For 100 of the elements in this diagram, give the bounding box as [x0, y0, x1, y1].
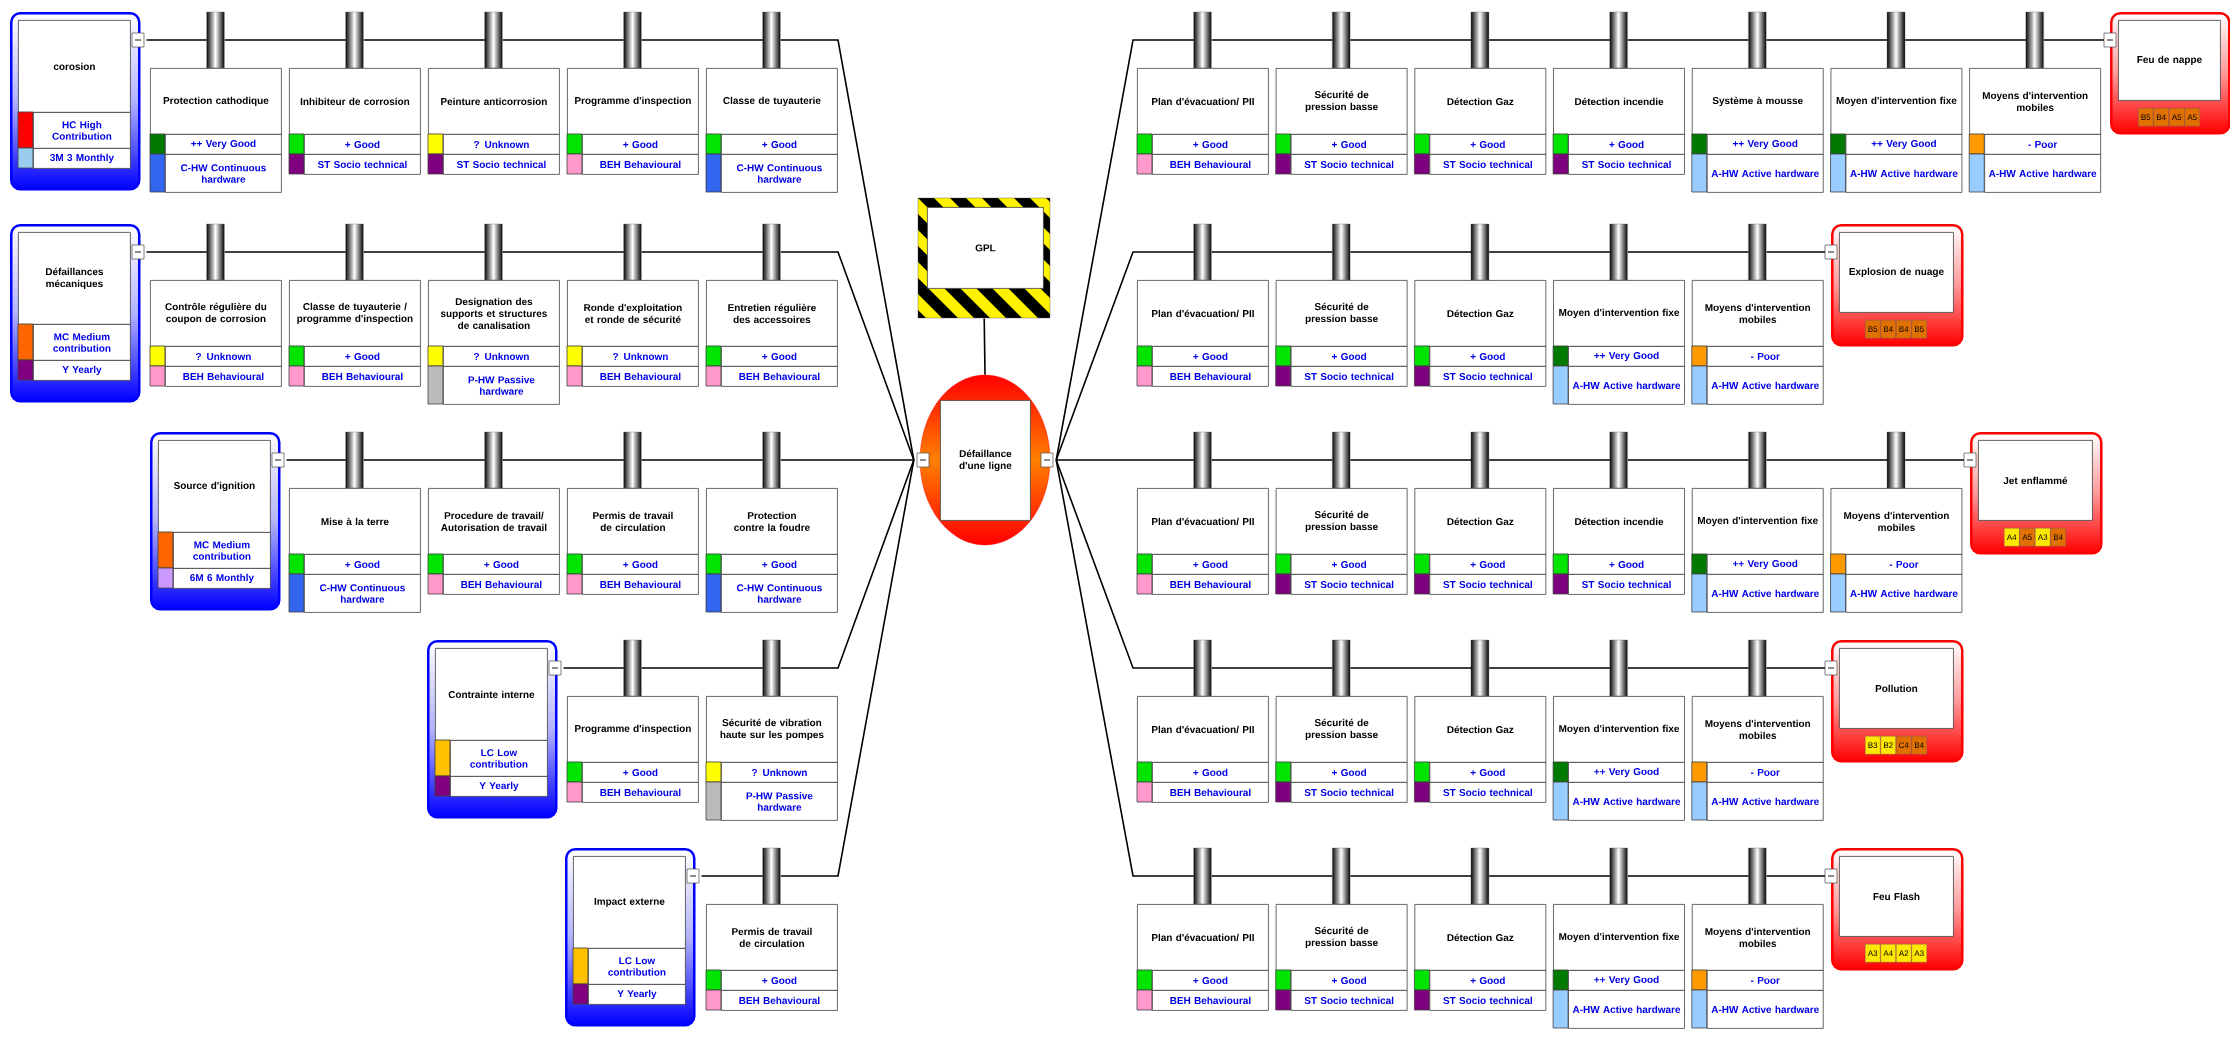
barrier-type-cell: BEH Behavioural	[566, 153, 699, 175]
connector-line	[1765, 459, 1889, 461]
effectiveness-cell: + Good	[427, 553, 560, 575]
connector-line	[223, 251, 347, 253]
barrier-type-cell: ST Socio technical	[1275, 365, 1408, 387]
barrier-type-cell: BEH Behavioural	[427, 573, 560, 595]
barrier-type-cell: A-HW Active hardware	[1552, 989, 1685, 1029]
barrier-type-cell: BEH Behavioural	[149, 365, 282, 387]
connector-line	[145, 39, 208, 41]
barrier-type-cell: ST Socio technical	[1414, 989, 1547, 1011]
connector-line	[1765, 875, 1826, 877]
barrier-type-cell: ST Socio technical	[1552, 573, 1685, 595]
barrier-type-cell: BEH Behavioural	[566, 365, 699, 387]
barrier-type-cell: BEH Behavioural	[705, 989, 838, 1011]
barrier-type-cell: ST Socio technical	[1414, 781, 1547, 803]
effectiveness-cell: + Good	[1275, 761, 1408, 783]
barrier-type-cell: ST Socio technical	[1414, 365, 1547, 387]
barrier-type-cell: ST Socio technical	[1275, 781, 1408, 803]
connector-line	[1349, 875, 1472, 877]
connector-line	[779, 39, 915, 461]
connector-line	[2043, 39, 2105, 41]
effectiveness-cell: - Poor	[1968, 133, 2102, 155]
barrier-type-cell: BEH Behavioural	[1136, 781, 1269, 803]
effectiveness-cell: - Poor	[1830, 553, 1963, 575]
contribution-cell: LC Low contribution	[572, 947, 686, 985]
connector-line	[1488, 459, 1611, 461]
connector-line	[779, 459, 915, 877]
effectiveness-cell: ? Unknown	[566, 345, 699, 367]
effectiveness-cell: ++ Very Good	[149, 133, 282, 155]
connector-line	[1349, 39, 1472, 41]
effectiveness-cell: ++ Very Good	[1552, 345, 1685, 367]
barrier-type-cell: BEH Behavioural	[1136, 989, 1269, 1011]
connector-line	[640, 251, 764, 253]
consequence-title-cell: Explosion de nuage	[1839, 232, 1954, 313]
barrier-type-cell: ST Socio technical	[427, 153, 560, 175]
contribution-cell: HC High Contribution	[17, 111, 131, 149]
contribution-cell: MC Medium contribution	[17, 323, 131, 361]
connector-line	[1904, 39, 2027, 41]
effectiveness-cell: ++ Very Good	[1552, 761, 1685, 783]
barrier-type-cell: ST Socio technical	[1414, 153, 1547, 175]
effectiveness-cell: + Good	[1414, 969, 1547, 991]
effectiveness-cell: + Good	[705, 345, 838, 367]
connector-line	[779, 251, 915, 461]
effectiveness-cell: ? Unknown	[149, 345, 282, 367]
connector-line	[1210, 39, 1334, 41]
effectiveness-cell: + Good	[566, 553, 699, 575]
barrier-type-cell: ST Socio technical	[1275, 153, 1408, 175]
connector-line	[145, 251, 208, 253]
connector-line	[1055, 39, 1195, 461]
connector-line	[779, 459, 915, 461]
effectiveness-cell: ++ Very Good	[1830, 133, 1963, 155]
connector-line	[1627, 875, 1750, 877]
barrier-type-cell: A-HW Active hardware	[1830, 573, 1963, 613]
effectiveness-cell: + Good	[1414, 761, 1547, 783]
connector-line	[1349, 251, 1472, 253]
barrier-type-cell: BEH Behavioural	[1136, 573, 1269, 595]
effectiveness-cell: + Good	[1136, 553, 1269, 575]
connector-line	[362, 39, 486, 41]
connector-line	[640, 459, 764, 461]
effectiveness-cell: - Poor	[1691, 969, 1824, 991]
connector-line	[1488, 251, 1611, 253]
effectiveness-cell: + Good	[705, 969, 838, 991]
barrier-type-cell: BEH Behavioural	[288, 365, 421, 387]
connector-line	[362, 459, 486, 461]
contribution-cell: MC Medium contribution	[157, 531, 271, 569]
connector-line	[1765, 251, 1826, 253]
barrier-type-cell: BEH Behavioural	[705, 365, 838, 387]
effectiveness-cell: + Good	[1552, 553, 1685, 575]
barrier-type-cell: ST Socio technical	[1414, 573, 1547, 595]
connector-line	[501, 459, 625, 461]
barrier-type-cell: A-HW Active hardware	[1691, 153, 1824, 193]
connector-line	[1210, 667, 1334, 669]
barrier-type-cell: P-HW Passive hardware	[705, 781, 838, 821]
connector-line	[1055, 459, 1195, 669]
barrier-type-cell: A-HW Active hardware	[1968, 153, 2102, 193]
barrier-type-cell: A-HW Active hardware	[1691, 781, 1824, 821]
barrier-type-cell: ST Socio technical	[1275, 573, 1408, 595]
effectiveness-cell: ++ Very Good	[1691, 553, 1824, 575]
connector-line	[285, 459, 347, 461]
barrier-type-cell: BEH Behavioural	[1136, 365, 1269, 387]
contribution-cell: LC Low contribution	[434, 739, 548, 777]
connector-line	[562, 667, 625, 669]
connector-line	[1488, 667, 1611, 669]
connector-line	[1349, 667, 1472, 669]
connector-line	[223, 39, 347, 41]
connector-line	[501, 39, 625, 41]
consequence-title-cell: Feu Flash	[1839, 856, 1954, 937]
effectiveness-cell: + Good	[1414, 553, 1547, 575]
effectiveness-cell: + Good	[288, 345, 421, 367]
connector-line	[700, 875, 764, 877]
connector-line	[1210, 875, 1334, 877]
connector-line	[640, 39, 764, 41]
effectiveness-cell: + Good	[566, 761, 699, 783]
barrier-type-cell: C-HW Continuous hardware	[705, 573, 838, 613]
barrier-type-cell: ST Socio technical	[288, 153, 421, 175]
effectiveness-cell: + Good	[1275, 553, 1408, 575]
connector-line	[1627, 667, 1750, 669]
hazard-box: GPL	[917, 197, 1051, 319]
barrier-type-cell: C-HW Continuous hardware	[288, 573, 421, 613]
connector-line	[1055, 459, 1195, 461]
